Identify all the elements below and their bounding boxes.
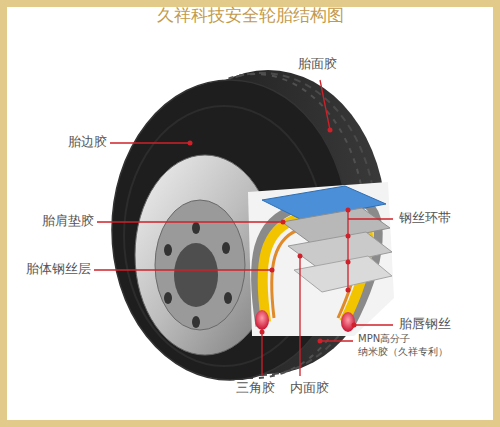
wheel-hub (174, 243, 218, 307)
bead-wire (255, 310, 269, 330)
leader-dots (188, 128, 357, 344)
part-label: 胎唇钢丝 (397, 316, 453, 332)
cut-face (248, 182, 394, 336)
part-label: 内面胶 (288, 380, 331, 396)
part-label: 胎边胶 (66, 134, 109, 150)
frame-inner (7, 7, 493, 420)
part-label: MPN高分子 纳米胶（久祥专利） (356, 333, 460, 358)
leader-lines (94, 80, 393, 376)
belt-layer (294, 256, 392, 292)
bolt-holes (164, 222, 232, 328)
bead-wire (341, 312, 355, 332)
wheel-disc (155, 200, 245, 330)
part-label: 胎肩垫胶 (40, 213, 96, 229)
part-label: 钢丝环带 (397, 210, 453, 226)
part-label: 胎面胶 (296, 56, 339, 72)
part-label: 胎体钢丝层 (24, 261, 93, 277)
diagram-title: 久祥科技安全轮胎结构图 (0, 5, 500, 26)
part-label: 三角胶 (234, 380, 277, 396)
